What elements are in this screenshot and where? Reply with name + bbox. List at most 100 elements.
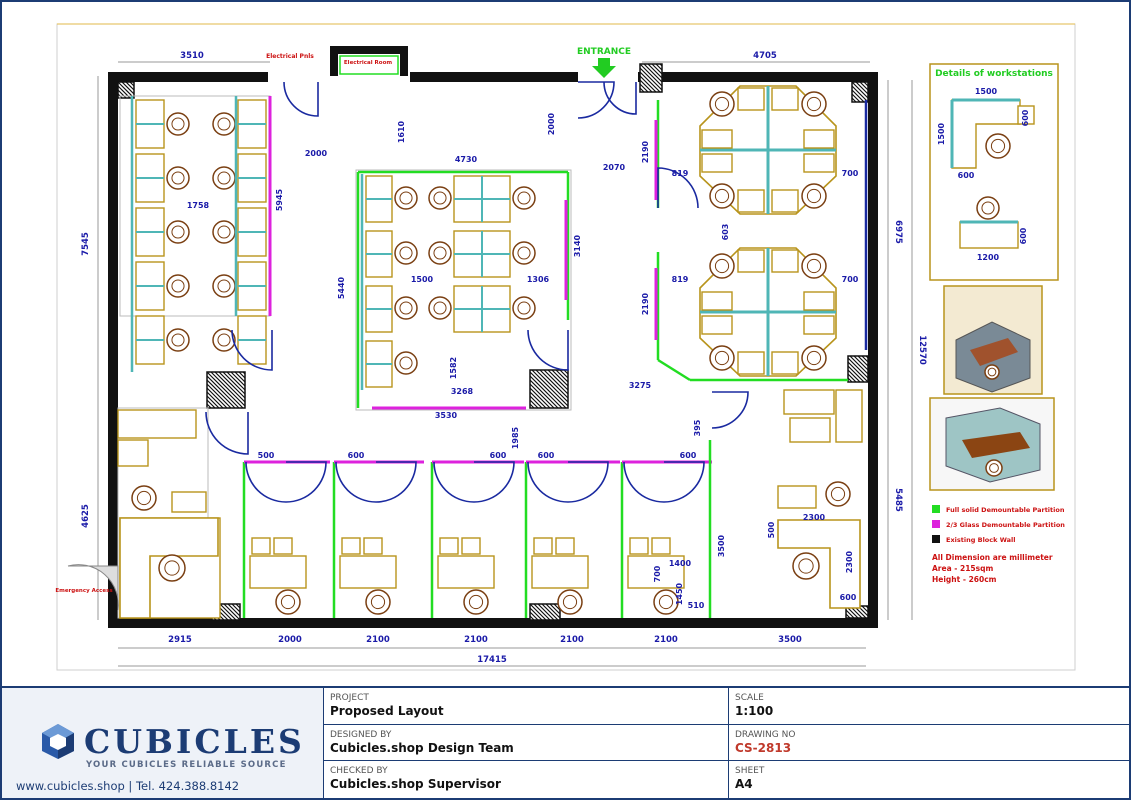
chair-seat: [217, 225, 231, 239]
chair-seat: [217, 333, 231, 347]
cabin-desk: [249, 555, 307, 589]
hatch-stroke: [529, 611, 539, 621]
chair-seat: [399, 356, 413, 370]
chair-seat: [830, 486, 846, 502]
chair-seat: [171, 117, 185, 131]
hatch-stroke: [117, 81, 135, 99]
internal-dim-label: 600: [348, 451, 365, 460]
hatch-stroke: [226, 371, 246, 391]
internal-dim-label: 700: [653, 565, 662, 582]
hatch-stroke: [222, 371, 246, 395]
hatch-stroke: [529, 387, 551, 409]
chair: [801, 183, 827, 209]
project-label: PROJECT: [330, 693, 369, 703]
detail-dim: 1500: [975, 87, 998, 96]
hatch-stroke: [541, 603, 559, 621]
hatch-stroke: [553, 603, 561, 611]
door-lower-right: [711, 391, 749, 429]
hatch-stroke: [851, 93, 861, 103]
chair: [428, 186, 452, 210]
desk: [701, 291, 733, 311]
legend-swatch: [932, 535, 940, 543]
legend-note: Height - 260cm: [932, 575, 997, 584]
hatch-stroke: [847, 373, 857, 383]
checked-label: CHECKED BY: [330, 766, 388, 777]
internal-dim-label: 1500: [411, 275, 434, 284]
hatch-stroke: [117, 89, 127, 99]
detail-dim: 1500: [937, 122, 946, 145]
door-center-room: [527, 329, 569, 371]
detail-straight-desk: [959, 221, 1019, 249]
chair: [428, 296, 452, 320]
internal-dim-label: 500: [767, 521, 776, 538]
designed-value: Cubicles.shop Design Team: [330, 740, 514, 755]
hatch-stroke: [639, 79, 653, 93]
details-panel: [929, 63, 1059, 281]
cabin-door: [335, 461, 417, 503]
desk: [771, 189, 799, 213]
chair-seat: [990, 138, 1006, 154]
hatch-stroke: [533, 603, 551, 621]
sheet-label: SHEET: [735, 766, 765, 777]
internal-dim-label: 1985: [511, 426, 520, 449]
chair: [275, 589, 301, 615]
internal-dim-label: 2070: [603, 163, 626, 172]
hatch-stroke: [121, 81, 135, 95]
drawing-no-label: DRAWING NO: [735, 729, 796, 740]
hatch-stroke: [647, 63, 663, 79]
title-fields: PROJECT Proposed Layout SCALE 1:100 DESI…: [324, 688, 1129, 798]
door-entrance-b: [603, 81, 637, 115]
hatch-stroke: [659, 63, 663, 67]
side-dim-label: 5485: [893, 488, 903, 512]
internal-dim-label: 2300: [803, 513, 826, 522]
contact-info: www.cubicles.shop | Tel. 424.388.8142: [16, 779, 240, 793]
hatch-stroke: [219, 603, 237, 621]
internal-dim-label: 5945: [275, 188, 284, 211]
sofa: [117, 409, 197, 439]
hatch-stroke: [227, 603, 241, 617]
internal-dim-label: 510: [688, 601, 705, 610]
hatch-stroke: [861, 605, 869, 613]
chair-seat: [989, 463, 999, 473]
legend-swatch: [932, 505, 940, 513]
scale-field: SCALE 1:100: [729, 688, 1129, 725]
chair-seat: [433, 246, 447, 260]
emergency-door: [67, 564, 119, 611]
chair-seat: [399, 246, 413, 260]
chair: [394, 241, 418, 265]
side-table: [777, 485, 817, 509]
hatch-stroke: [529, 391, 547, 409]
solid-partition-r3: [657, 358, 691, 382]
hatch-stroke: [535, 369, 569, 403]
render-2-chair: [985, 459, 1003, 477]
chair-seat: [217, 171, 231, 185]
hatch-stroke: [206, 395, 220, 409]
chair: [212, 328, 236, 352]
chair-seat: [562, 594, 578, 610]
hatch-stroke: [206, 403, 212, 409]
electrical-room-wall: [330, 46, 408, 54]
internal-dim-label: 700: [842, 275, 859, 284]
chair: [801, 253, 827, 279]
chair-seat: [433, 191, 447, 205]
hatch-stroke: [129, 81, 135, 87]
chair-seat: [714, 188, 730, 204]
cabin-chair-visitor: [533, 537, 553, 555]
internal-dim-label: 2190: [641, 292, 650, 315]
hatch-stroke: [206, 387, 228, 409]
render-1-chair: [984, 364, 1000, 380]
door-lower-left: [205, 411, 249, 455]
desk: [737, 351, 765, 375]
internal-dim-label: 2190: [641, 140, 650, 163]
chair-seat: [217, 279, 231, 293]
chair-seat: [399, 301, 413, 315]
bottom-dim-label: 2000: [278, 635, 302, 645]
chair-seat: [171, 333, 185, 347]
total-width-label: 17415: [477, 655, 507, 665]
internal-dim-label: 819: [672, 169, 689, 178]
drawing-no-field: DRAWING NO CS-2813: [729, 725, 1129, 762]
chair-seat: [136, 490, 152, 506]
outer-wall-top-left: [108, 72, 268, 82]
hatch-stroke: [655, 63, 663, 71]
